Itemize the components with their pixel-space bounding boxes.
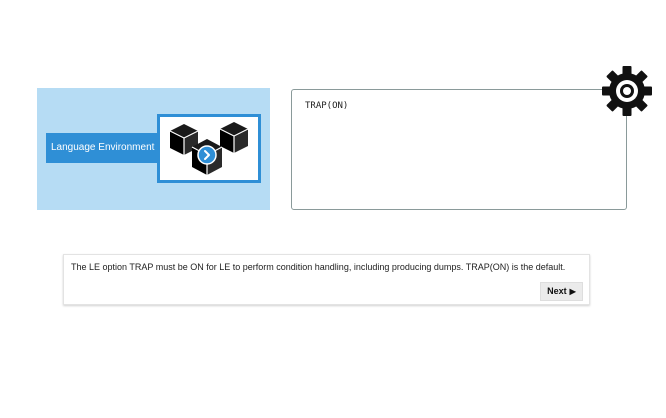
language-environment-illustration: Language Environment	[37, 88, 270, 210]
code-text: TRAP(ON)	[305, 101, 349, 111]
message-bar: The LE option TRAP must be ON for LE to …	[63, 254, 590, 305]
chevron-right-icon	[197, 145, 217, 165]
play-arrow-icon: ▶	[569, 287, 576, 296]
message-text: The LE option TRAP must be ON for LE to …	[71, 262, 566, 272]
language-environment-label: Language Environment	[46, 133, 159, 163]
cubes-box	[157, 114, 261, 183]
gear-icon[interactable]	[602, 66, 652, 116]
code-panel: TRAP(ON)	[291, 89, 627, 210]
cubes-icon	[169, 122, 249, 175]
next-button-label: Next	[547, 286, 567, 296]
next-button[interactable]: Next▶	[540, 282, 583, 301]
